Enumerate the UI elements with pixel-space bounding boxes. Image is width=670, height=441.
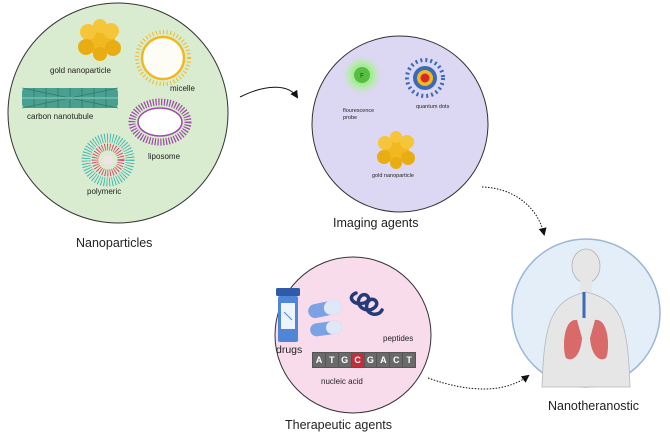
nanoparticles-group (7, 2, 229, 224)
gold-nanoparticle-label: gold nanoparticle (50, 66, 111, 75)
gold-nanoparticle-icon (377, 131, 415, 169)
therapeutic-circle (274, 256, 432, 414)
nanotheranostic-group (511, 238, 661, 388)
pill-bottle-icon (276, 288, 300, 342)
capsule-icon (308, 299, 342, 337)
nucleic-base: G (338, 353, 351, 367)
fluorescence-probe-icon: F (341, 54, 383, 96)
micelle-icon (135, 30, 191, 86)
imaging-circle (311, 35, 489, 213)
fluorescence-probe-label: flourescence probe (343, 108, 375, 121)
polymeric-label: polymeric (87, 187, 122, 196)
carbon-nanotubule-label: carbon nanotubule (27, 112, 94, 121)
gold-nanoparticle-icon (78, 19, 121, 61)
arrow-imaging-to-theranostic (481, 186, 547, 236)
therapeutic-group (274, 256, 432, 414)
nucleic-base: G (364, 353, 377, 367)
human-body-icon (541, 248, 631, 388)
liposome-icon (128, 98, 192, 146)
peptides-label: peptides (383, 334, 414, 343)
quantum-dot-icon (405, 58, 445, 98)
nanoparticles-caption: Nanoparticles (76, 236, 153, 250)
imaging-group: F (311, 35, 489, 213)
imaging-caption: Imaging agents (333, 216, 419, 230)
nucleic-acid-label: nucleic acid (321, 377, 363, 386)
therapeutic-caption: Therapeutic agents (285, 418, 393, 432)
probe-letter: F (360, 74, 364, 80)
nucleic-base: C (351, 353, 364, 367)
micelle-label: micelle (170, 84, 195, 93)
nucleic-base: A (377, 353, 390, 367)
nanotheranostic-caption: Nanotheranostic (548, 399, 640, 413)
imaging-gold-nanoparticle-label: gold nanoparticle (372, 173, 414, 179)
drugs-label: drugs (276, 344, 303, 356)
arrow-therapeutic-to-theranostic (427, 374, 530, 390)
peptide-icon (349, 291, 384, 316)
quantum-dots-label: quantum dots (416, 104, 450, 110)
polymeric-icon (81, 133, 135, 187)
nucleic-base: A (313, 353, 325, 367)
carbon-nanotubule-icon (21, 87, 119, 109)
nucleic-base: C (390, 353, 403, 367)
arrow-nano-to-imaging (239, 86, 299, 99)
nucleic-base: T (325, 353, 338, 367)
nucleic-base: T (403, 353, 415, 367)
liposome-label: liposome (148, 152, 181, 161)
